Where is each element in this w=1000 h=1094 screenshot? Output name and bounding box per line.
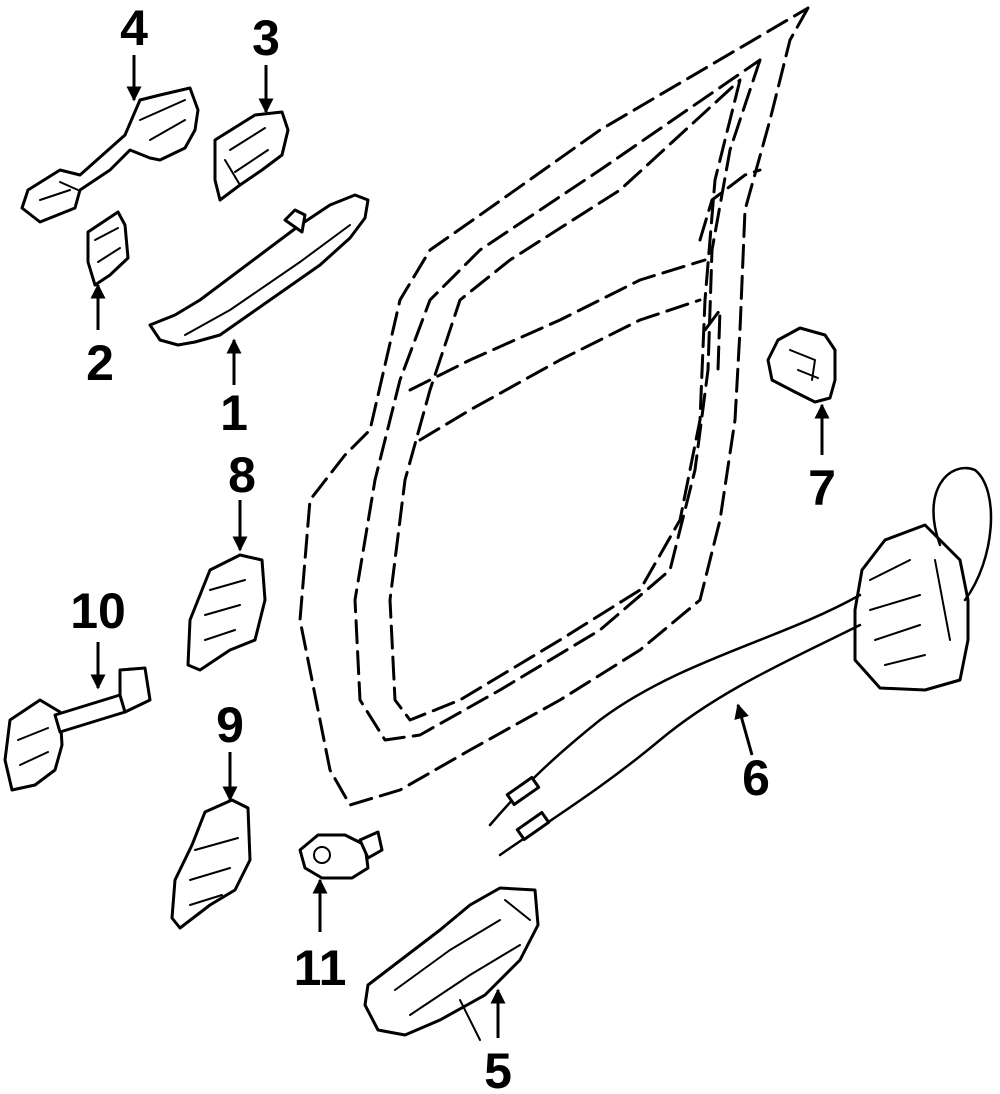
part-11-lock-cylinder [298,830,384,880]
part-2-gasket [86,210,130,287]
callout-6: 6 [742,750,770,806]
part-9-bracket [170,798,252,930]
callout-3: 3 [252,10,280,66]
part-5-inside-handle [363,886,540,1041]
part-3-gasket [213,110,290,202]
door-outline [298,6,810,807]
part-1-outside-handle [148,193,370,347]
callout-4: 4 [120,0,148,56]
part-8-bracket [186,553,267,672]
callout-7: 7 [808,460,836,516]
callout-numbers: 4 3 2 1 8 7 10 9 6 11 5 [70,0,836,1094]
callout-8: 8 [228,447,256,503]
part-4-outside-handle-assembly [20,86,200,224]
callout-2: 2 [86,335,114,391]
callout-5: 5 [484,1043,512,1094]
part-7-striker [766,326,837,404]
callout-9: 9 [216,697,244,753]
callout-1: 1 [220,385,248,441]
part-6-latch-assembly [488,467,993,857]
callout-11: 11 [294,940,347,996]
callout-10: 10 [70,583,126,639]
callout-arrows [90,55,830,1038]
part-10-door-check [3,666,152,792]
